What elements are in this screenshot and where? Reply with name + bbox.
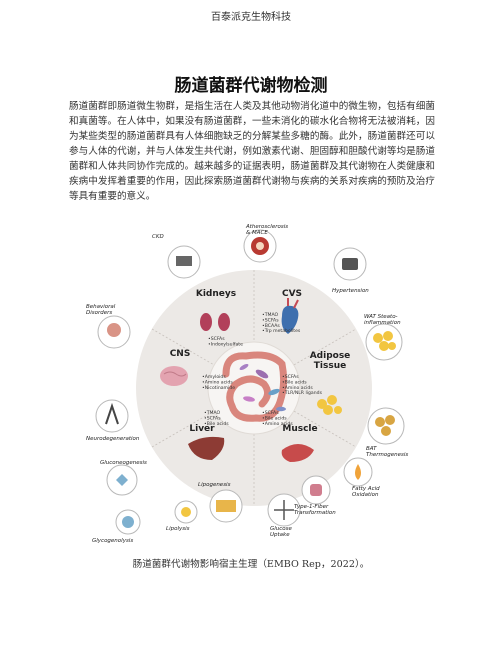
intro-paragraph: 肠道菌群即肠道微生物群，是指生活在人类及其他动物消化道中的微生物，包括有细菌和真…: [69, 101, 435, 202]
lipogenesis-icon: [216, 500, 236, 512]
label-hypertension: Hypertension: [332, 288, 369, 294]
metabolites-adipose: •SCFAs•Bile acids•Amino acids•TLR/NLR li…: [282, 374, 323, 396]
adipose-line-2: Tissue: [314, 361, 346, 371]
glucose-uptake-icon: [274, 500, 294, 520]
bat-icon: [375, 415, 395, 436]
wat-icon: [373, 331, 396, 351]
organ-kidneys-label: Kidneys: [196, 289, 236, 299]
outer-icon-circles: [95, 229, 405, 535]
fatty-acid-icon: [355, 464, 361, 480]
label-ckd: CKD: [152, 234, 164, 240]
label-glycogen: Glycogenolysis: [92, 538, 133, 544]
brain-icon: [160, 366, 188, 386]
outer-labels: CKD Atherosclerosis& MACE HypertensionBeha…: [86, 224, 408, 544]
lipolysis-icon: [181, 507, 191, 517]
adipose-line-1: Adipose: [310, 351, 351, 361]
blood-pressure-icon: [342, 258, 358, 270]
metabolites-kidneys: •SCFAs•Indoxylsulfate: [208, 336, 243, 347]
gluconeogenesis-icon: [116, 474, 128, 486]
ckd-icon: [176, 256, 192, 266]
behavioral-icon: [107, 323, 121, 337]
liver-icon: [188, 436, 225, 460]
label-athero: Atherosclerosis& MACE: [245, 224, 288, 236]
metabolites-cvs: •TMAO•SCFAs•BCAAs•Trp metabolites: [262, 312, 301, 334]
metabolites-liver: •TMAO•SCFAs•Bile acids: [204, 410, 229, 427]
muscle-icon: [281, 444, 314, 462]
label-neuro: Neurodegeneration: [86, 436, 140, 442]
kidneys-icon: [200, 313, 230, 331]
page-header: 百泰派克生物科技: [211, 12, 291, 23]
metabolites-muscle: •SCFAs•Bile acids•Amino acids: [262, 410, 293, 427]
label-lipogenesis: Lipogenesis: [198, 482, 231, 488]
outer-icon-marks: [105, 237, 396, 528]
label-lipolysis: Lipolysis: [166, 526, 190, 532]
label-gluconeo: Gluconeogenesis: [100, 460, 147, 466]
metabolites-cns: •Amyloids•Amino acids•Nicotinamide: [202, 374, 235, 391]
neurodegeneration-icon: [105, 402, 119, 425]
organ-cvs-label: CVS: [282, 289, 302, 299]
label-wat: WAT Steato-inflammation: [364, 314, 401, 326]
organ-cns-label: CNS: [170, 349, 191, 359]
intestine-icon: [222, 351, 288, 422]
glycogenolysis-icon: [122, 516, 134, 528]
type1-fiber-icon: [310, 484, 322, 496]
organ-liver-label: Liver: [189, 424, 215, 434]
page-title: 肠道菌群代谢物检测: [174, 76, 328, 96]
figure-caption: 肠道菌群代谢物影响宿主生理（EMBO Rep，2022）。: [132, 559, 370, 570]
metabolite-lists: •SCFAs•Indoxylsulfate •TMAO•SCFAs•BCAAs•T…: [202, 312, 323, 427]
adipose-icon: [317, 395, 342, 415]
heart-icon: [281, 298, 299, 334]
organ-muscle-label: Muscle: [282, 424, 317, 434]
